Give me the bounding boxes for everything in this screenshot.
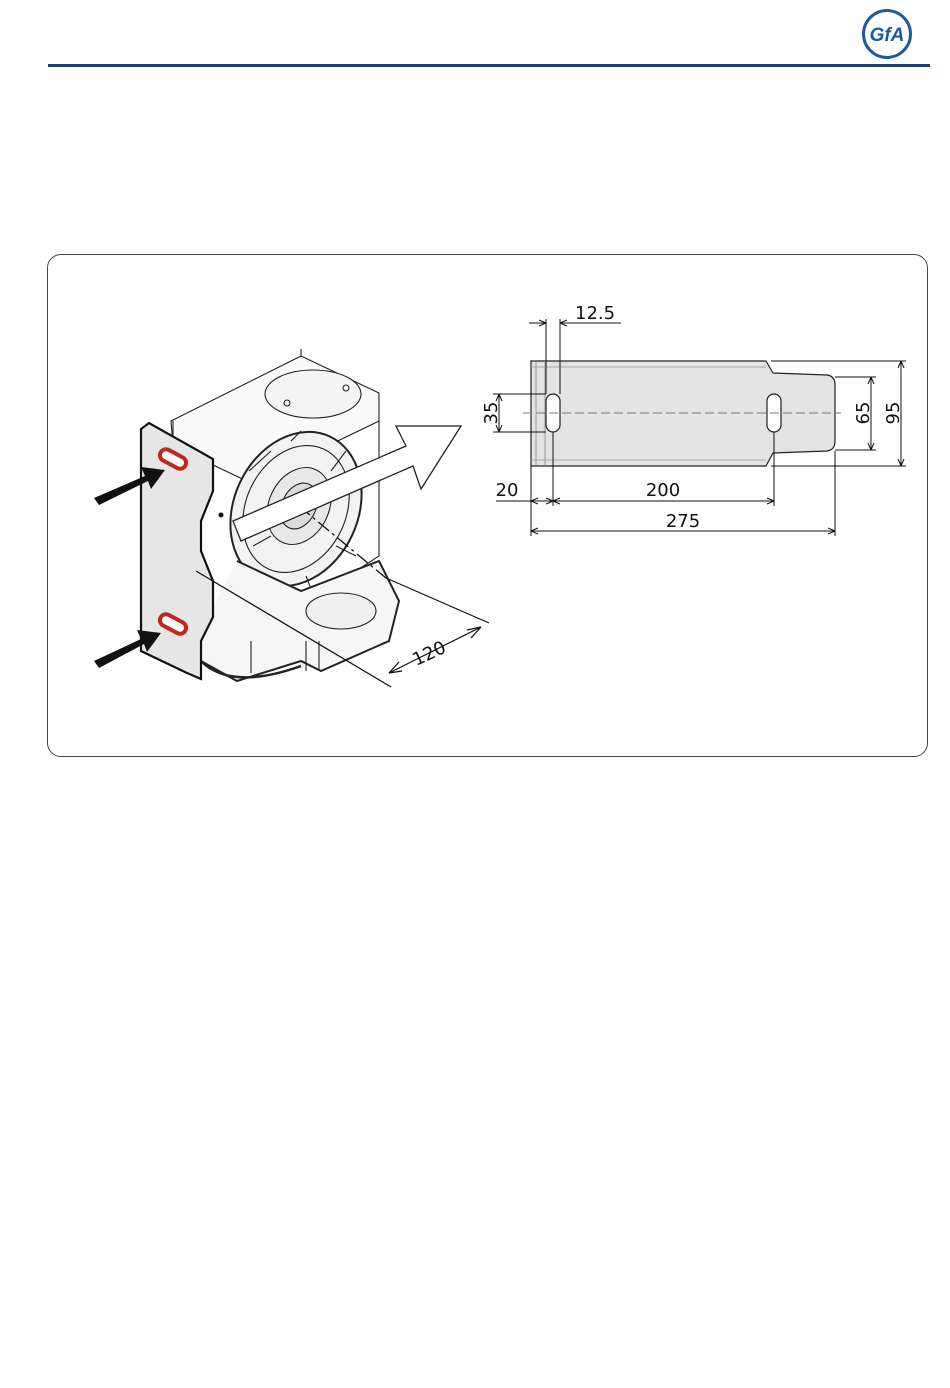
dim-95-label: 95 <box>883 402 904 425</box>
bracket-dimension-drawing: 12.5 35 20 200 275 65 95 <box>48 255 929 758</box>
gfa-logo: GfA <box>861 8 913 60</box>
dim-200-label: 200 <box>646 480 680 501</box>
dim-275-label: 275 <box>666 511 700 532</box>
header-rule <box>48 64 930 67</box>
dim-12-5-label: 12.5 <box>575 303 615 324</box>
dim-20-label: 20 <box>496 480 519 501</box>
figure-panel: 120 <box>47 254 928 757</box>
dim-35-label: 35 <box>481 402 502 425</box>
logo-text: GfA <box>870 25 905 46</box>
dim-65-label: 65 <box>853 402 874 425</box>
